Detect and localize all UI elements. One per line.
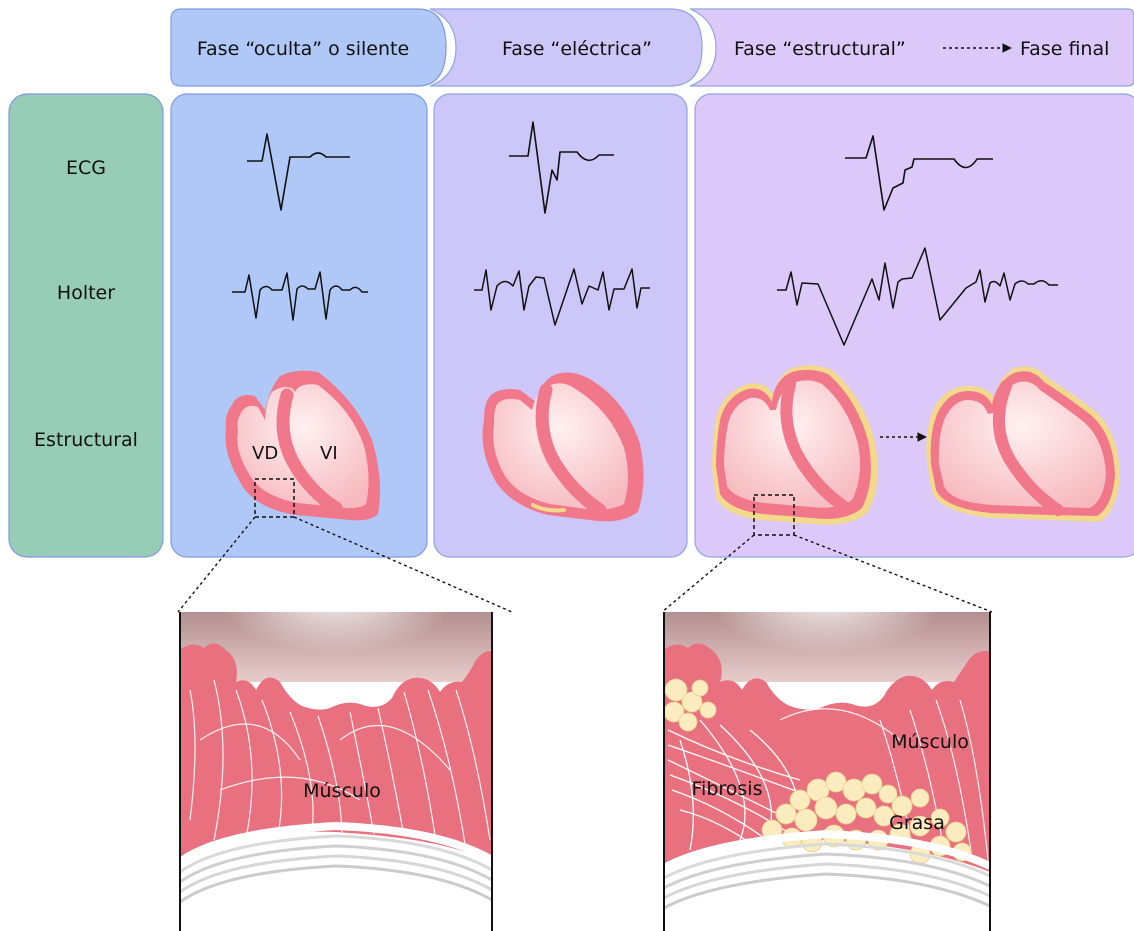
zoom-label-muscle-left: Músculo xyxy=(303,780,381,802)
heart-label-vi: VI xyxy=(320,443,338,464)
zoom-label-fibrosis: Fibrosis xyxy=(692,778,763,800)
zoom-panel-fibrofatty: Músculo Fibrosis Grasa xyxy=(664,570,990,931)
phase3-end-label: Fase final xyxy=(1020,38,1109,60)
phase2-label: Fase “eléctrica” xyxy=(502,38,652,60)
phase-header-bar: Fase “oculta” o silente Fase “eléctrica”… xyxy=(171,9,1134,86)
zoom-label-muscle-right: Músculo xyxy=(891,731,969,753)
zoom-panel-healthy: Músculo xyxy=(180,570,492,931)
phase1-label: Fase “oculta” o silente xyxy=(197,38,409,60)
heart-label-vd: VD xyxy=(252,443,278,464)
row-label-ecg: ECG xyxy=(66,157,106,179)
zoom-label-fat: Grasa xyxy=(889,812,945,834)
phase3-start-label: Fase “estructural” xyxy=(734,38,906,60)
row-label-structural: Estructural xyxy=(34,429,138,451)
row-label-holter: Holter xyxy=(57,282,115,304)
